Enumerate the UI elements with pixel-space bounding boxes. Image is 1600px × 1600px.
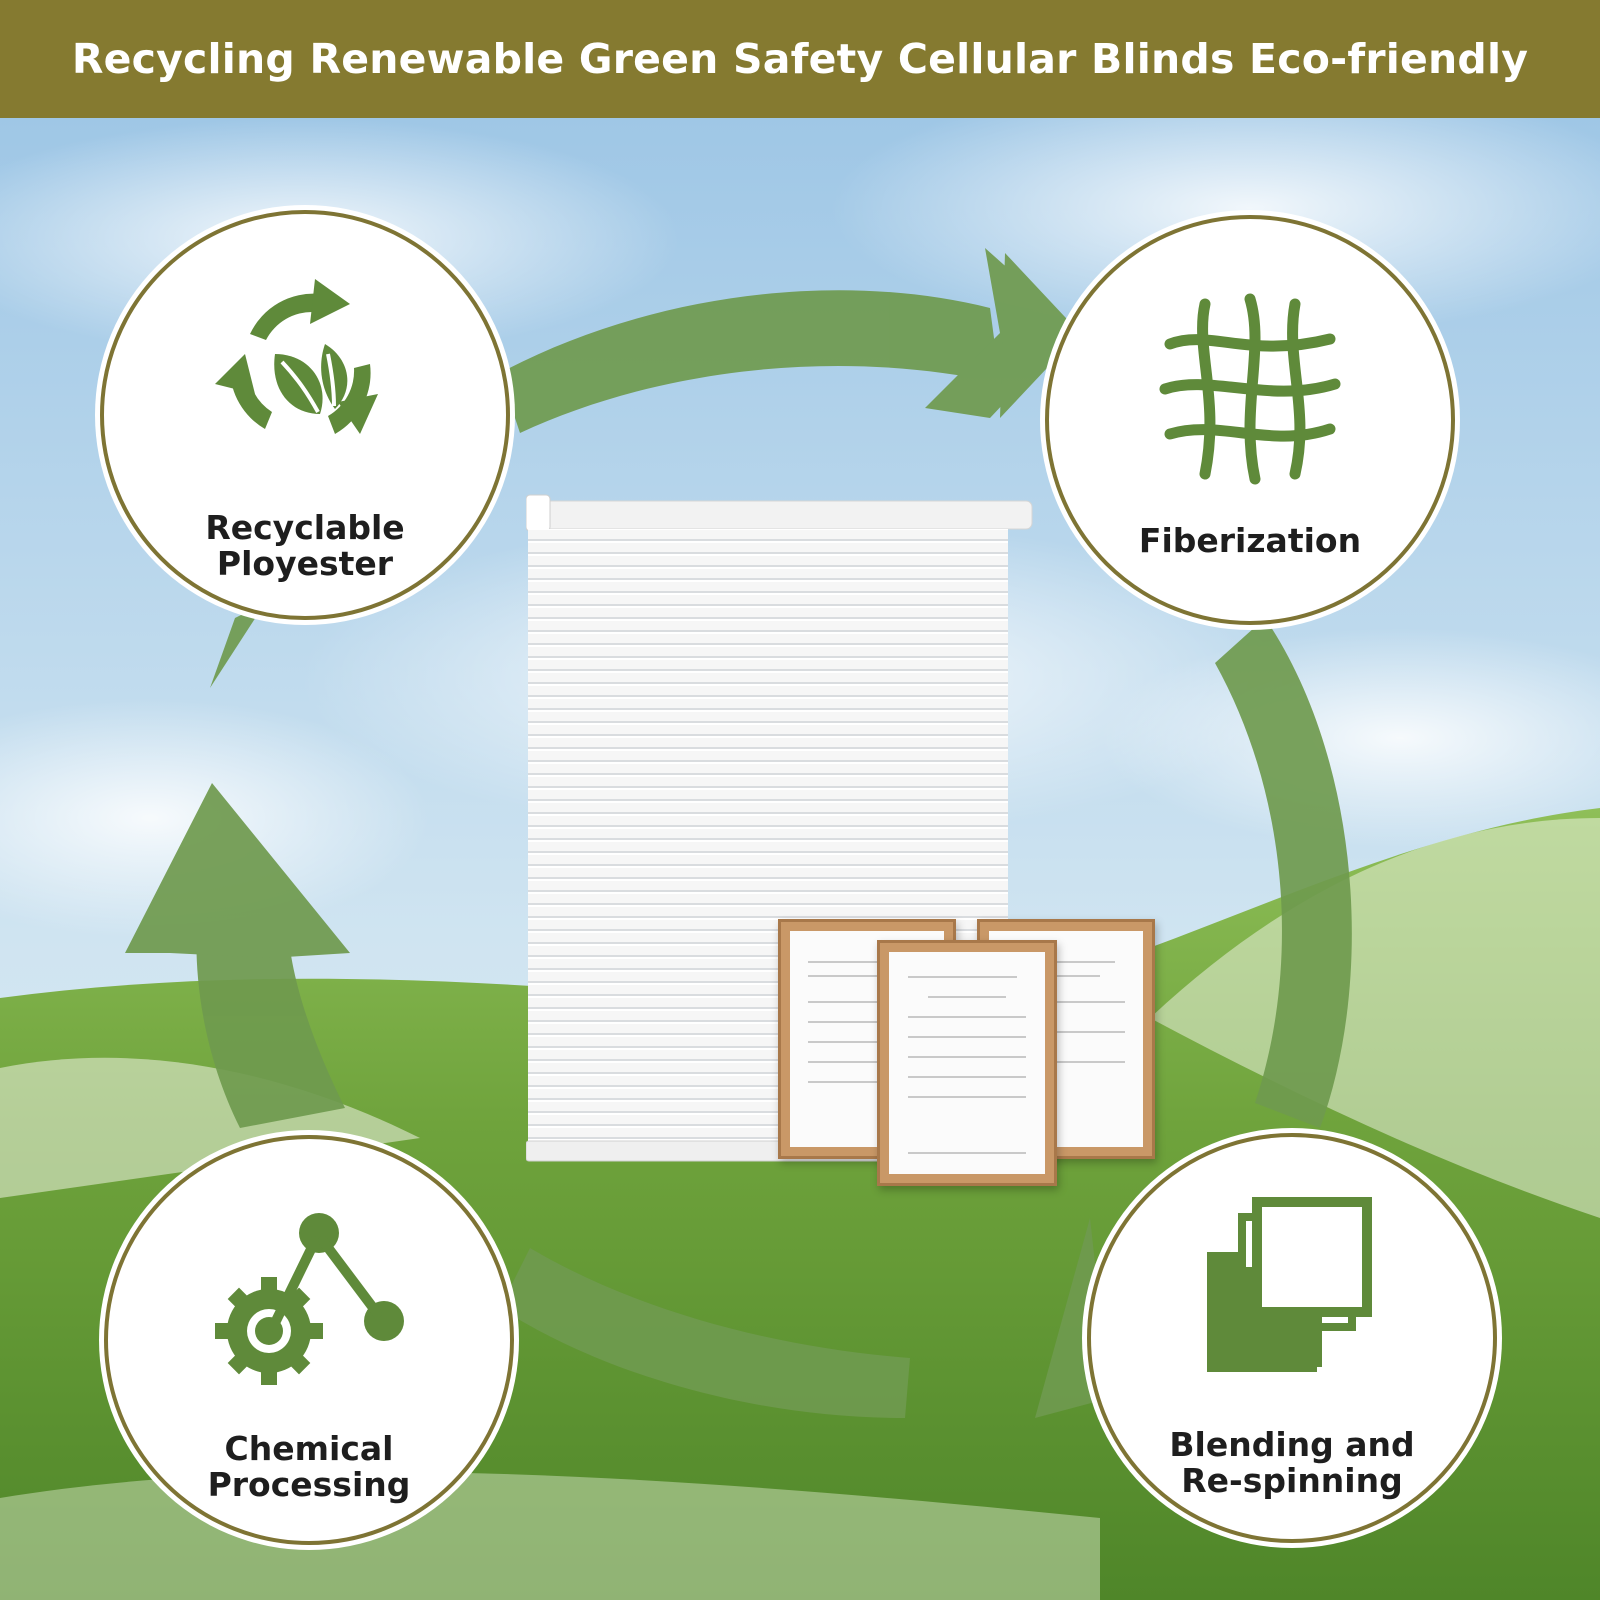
page-banner: Recycling Renewable Green Safety Cellula… <box>0 0 1600 118</box>
step-fiberization: Fiberization <box>1045 215 1455 625</box>
gear-molecule-icon <box>215 1213 404 1385</box>
step-label-line1: Chemical <box>224 1429 394 1468</box>
cycle-arrows <box>125 248 1352 1418</box>
step-label-line2: Re-spinning <box>1181 1461 1403 1500</box>
fiber-mesh-icon <box>1159 293 1341 485</box>
step-blending-respinning: Blending and Re-spinning <box>1087 1133 1497 1543</box>
recycle-leaves-icon <box>215 279 378 434</box>
hero-scene: Recyclable Ployester Fiberization <box>0 118 1600 1600</box>
banner-title: Recycling Renewable Green Safety Cellula… <box>71 35 1529 83</box>
step-recyclable-polyester: Recyclable Ployester <box>100 210 510 620</box>
certificate-frame-center <box>877 940 1057 1186</box>
step-label-line1: Recyclable <box>205 508 405 547</box>
stacked-squares-icon <box>1207 1197 1372 1372</box>
step-label-line2: Ployester <box>216 544 394 583</box>
step-chemical-processing: Chemical Processing <box>104 1135 514 1545</box>
step-label-line2: Processing <box>207 1465 411 1504</box>
step-label-line1: Fiberization <box>1138 521 1362 560</box>
step-label-line1: Blending and <box>1169 1425 1415 1464</box>
